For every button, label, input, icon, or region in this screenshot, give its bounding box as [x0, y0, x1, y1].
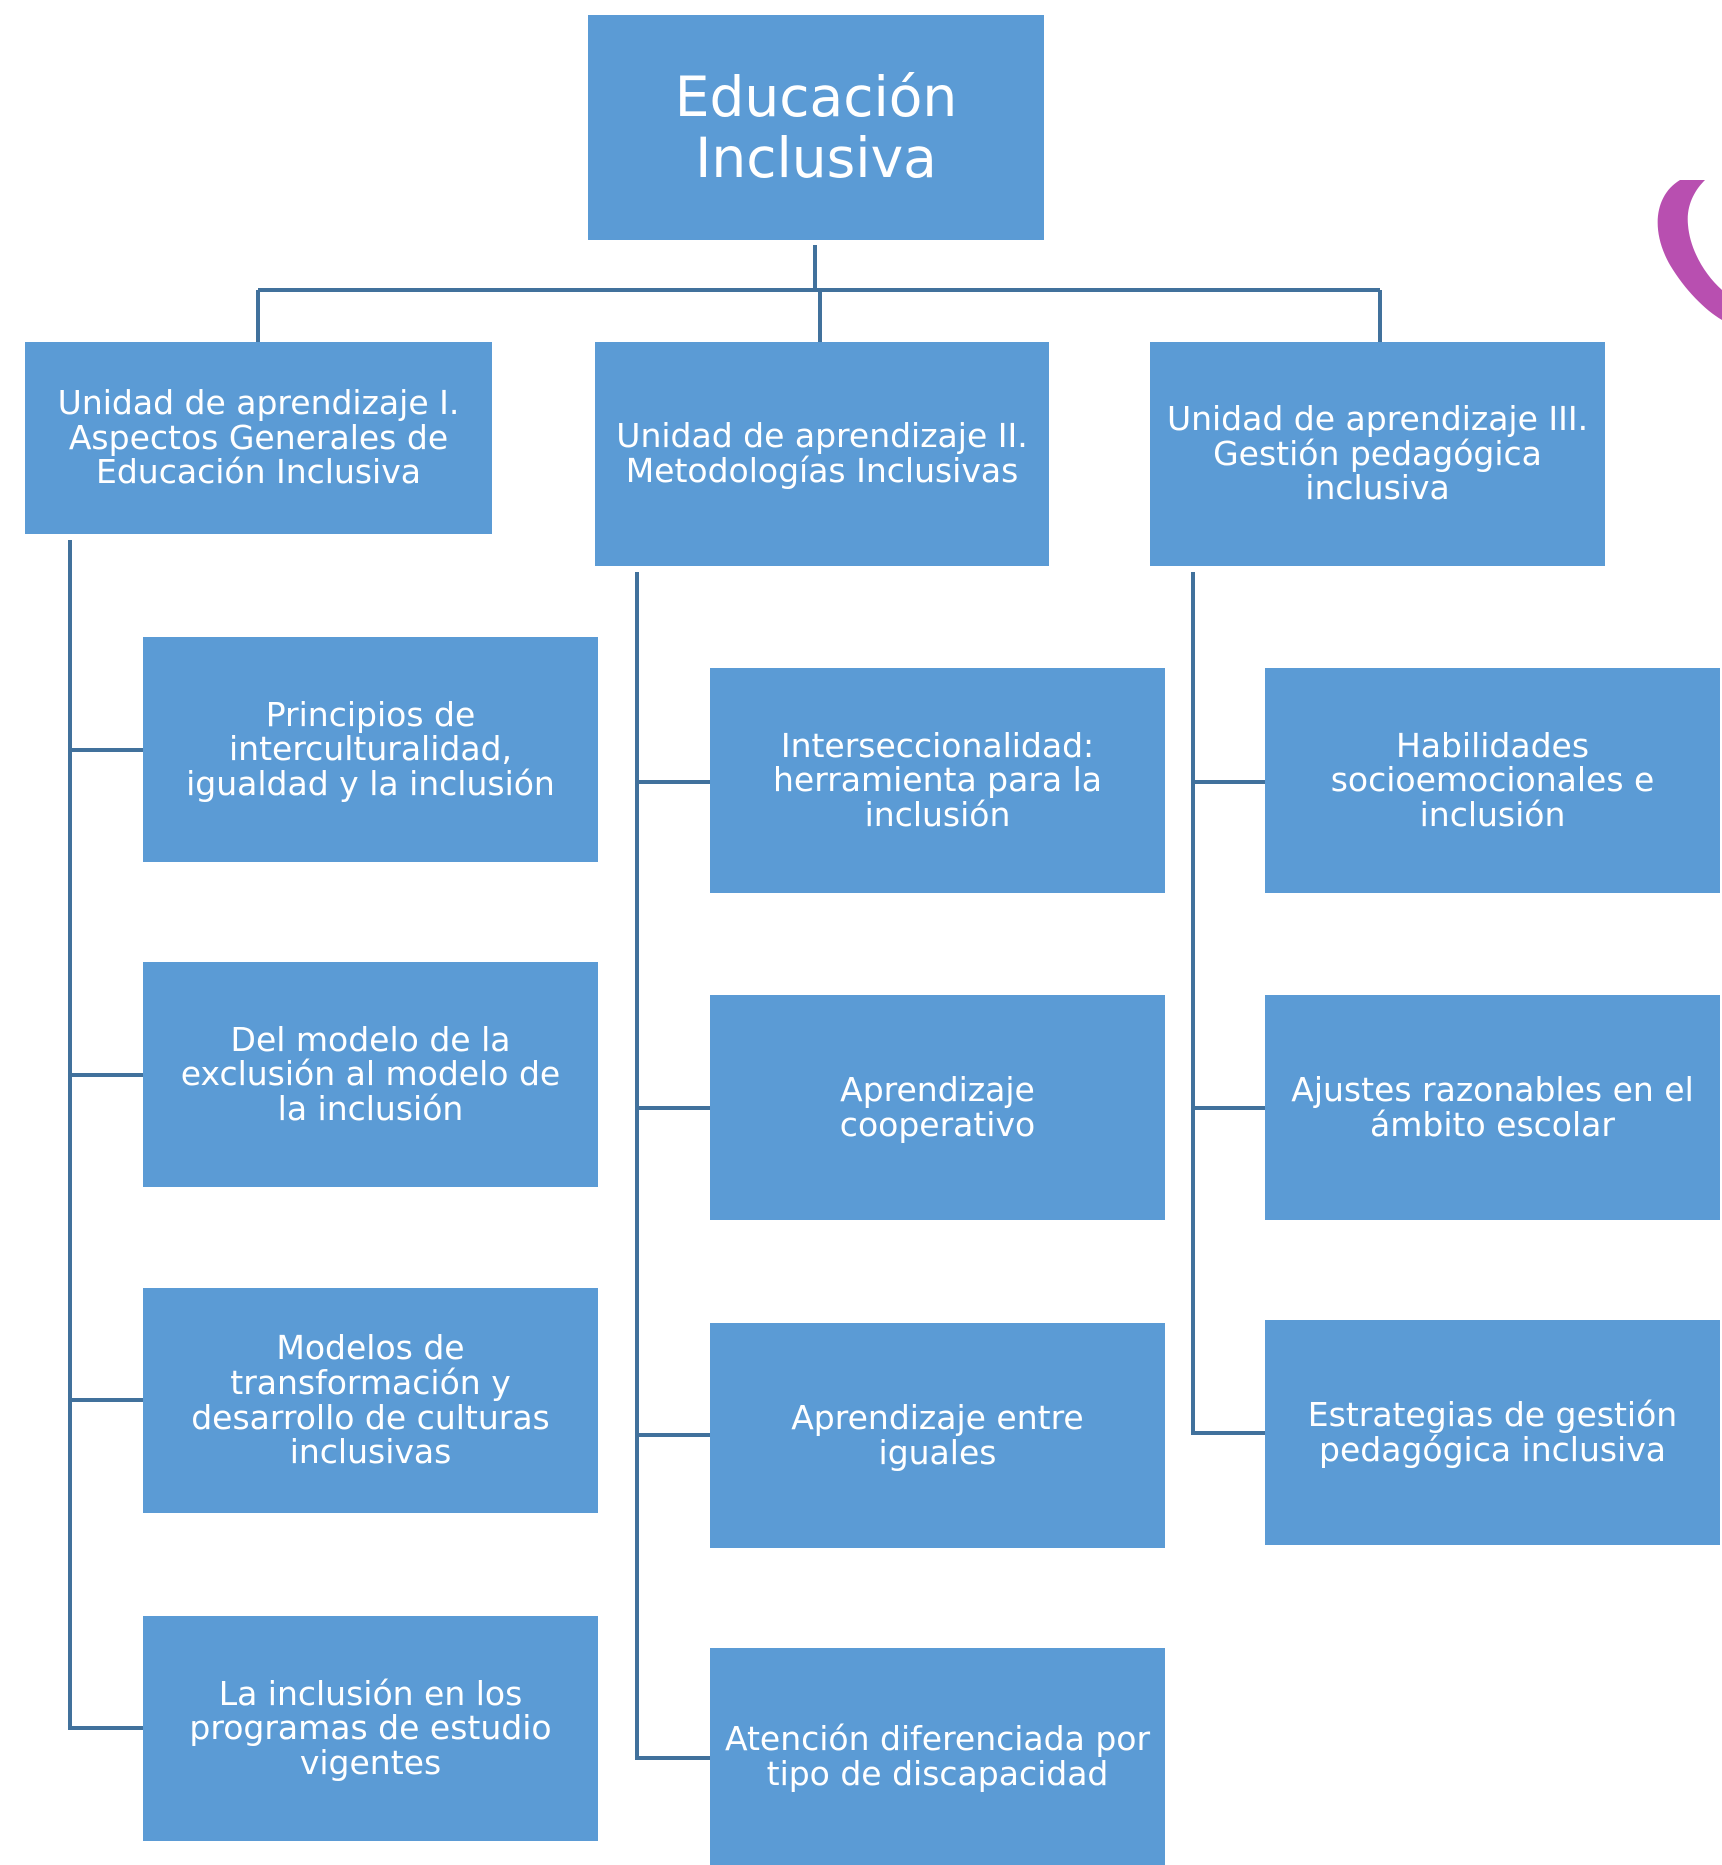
topic-node: Modelos de transformación y desarrollo d… [143, 1288, 598, 1513]
topic-node: Del modelo de la exclusión al modelo de … [143, 962, 598, 1187]
topic-label: Modelos de transformación y desarrollo d… [191, 1328, 550, 1472]
topic-label: Principios de interculturalidad, igualda… [186, 694, 555, 803]
root-node: Educación Inclusiva [588, 15, 1044, 240]
topic-node: Aprendizaje cooperativo [710, 995, 1165, 1220]
unit-3-node: Unidad de aprendizaje III. Gestión pedag… [1150, 342, 1605, 566]
topic-label: Atención diferenciada por tipo de discap… [724, 1718, 1151, 1793]
root-label: Educación Inclusiva [674, 65, 958, 190]
topic-label: Interseccionalidad: herramienta para la … [772, 725, 1103, 834]
topic-node: Ajustes razonables en el ámbito escolar [1265, 995, 1720, 1220]
unit-3-label: Unidad de aprendizaje III. Gestión pedag… [1166, 399, 1589, 508]
topic-label: Ajustes razonables en el ámbito escolar [1291, 1069, 1694, 1144]
topic-label: La inclusión en los programas de estudio… [189, 1673, 552, 1782]
topic-node: Interseccionalidad: herramienta para la … [710, 668, 1165, 893]
unit-2-label: Unidad de aprendizaje II. Metodologías I… [616, 416, 1028, 490]
topic-label: Aprendizaje entre iguales [791, 1397, 1084, 1472]
decorative-curve-icon [1657, 180, 1722, 320]
topic-label: Estrategias de gestión pedagógica inclus… [1307, 1394, 1678, 1469]
unit-1-label: Unidad de aprendizaje I. Aspectos Genera… [57, 383, 460, 492]
topic-node: Principios de interculturalidad, igualda… [143, 637, 598, 862]
topic-node: Atención diferenciada por tipo de discap… [710, 1648, 1165, 1865]
topic-node: Aprendizaje entre iguales [710, 1323, 1165, 1548]
topic-label: Habilidades socioemocionales e inclusión [1330, 725, 1655, 834]
topic-node: Habilidades socioemocionales e inclusión [1265, 668, 1720, 893]
unit-2-node: Unidad de aprendizaje II. Metodologías I… [595, 342, 1049, 566]
unit-1-node: Unidad de aprendizaje I. Aspectos Genera… [25, 342, 492, 534]
topic-node: Estrategias de gestión pedagógica inclus… [1265, 1320, 1720, 1545]
topic-label: Del modelo de la exclusión al modelo de … [180, 1019, 561, 1128]
topic-node: La inclusión en los programas de estudio… [143, 1616, 598, 1841]
topic-label: Aprendizaje cooperativo [839, 1069, 1036, 1144]
